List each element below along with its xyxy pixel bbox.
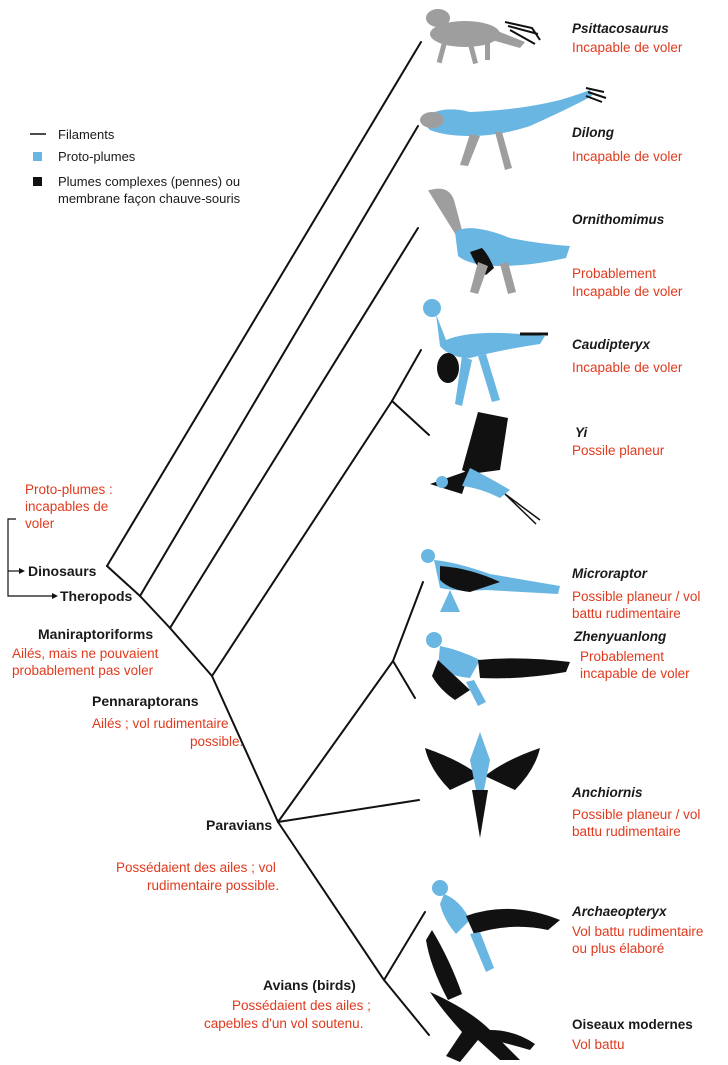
- taxon-name: Archaeopteryx: [572, 904, 667, 919]
- legend-proto-swatch: [33, 152, 42, 161]
- paravians-note: rudimentaire possible.: [147, 877, 279, 894]
- zhenyuanlong-silhouette: [426, 632, 570, 706]
- taxon-name: Anchiornis: [572, 785, 643, 800]
- taxon-desc: Probablement: [572, 265, 656, 282]
- branch-root-psittacosaurus: [107, 42, 421, 566]
- branch-microraptor: [393, 582, 423, 661]
- taxon-name: Oiseaux modernes: [572, 1017, 693, 1032]
- legend-complex-label-2: membrane façon chauve-souris: [58, 190, 240, 207]
- taxon-name: Psittacosaurus: [572, 21, 669, 36]
- legend-complex-label-1: Plumes complexes (pennes) ou: [58, 173, 240, 190]
- avians-note: capebles d'un vol soutenu.: [204, 1015, 363, 1032]
- paravians-note: Possédaient des ailes ; vol: [116, 859, 276, 876]
- node-avians: Avians (birds): [263, 977, 356, 993]
- taxon-desc: incapable de voler: [580, 665, 690, 682]
- modern-bird-silhouette: [430, 992, 535, 1062]
- archaeopteryx-silhouette: [426, 880, 560, 1000]
- legend-proto-label: Proto-plumes: [58, 148, 135, 165]
- maniraptoriforms-note: probablement pas voler: [12, 662, 153, 679]
- taxon-desc: Incapable de voler: [572, 39, 682, 56]
- arrow-dinosaurs-icon: [19, 568, 25, 574]
- taxon-desc: Vol battu rudimentaire: [572, 923, 703, 940]
- taxon-name: Caudipteryx: [572, 337, 650, 352]
- taxon-desc: Incapable de voler: [572, 148, 682, 165]
- ornithomimus-silhouette: [432, 191, 570, 294]
- branch-maniraptoriforms-pennaraptorans: [170, 628, 212, 676]
- taxon-desc: Possile planeur: [572, 442, 664, 459]
- taxon-name: Zhenyuanlong: [574, 629, 666, 644]
- branch-zhenyuanlong: [393, 661, 415, 698]
- taxon-desc: Possible planeur / vol: [572, 588, 700, 605]
- taxon-desc: Incapable de voler: [572, 283, 682, 300]
- node-pennaraptorans: Pennaraptorans: [92, 693, 199, 709]
- taxon-desc: battu rudimentaire: [572, 605, 681, 622]
- caudipteryx-silhouette: [423, 299, 548, 406]
- taxon-desc: ou plus élaboré: [572, 940, 664, 957]
- anchiornis-silhouette: [425, 732, 540, 838]
- branch-paravians-avians: [278, 822, 384, 980]
- pennaraptorans-note: possible.: [190, 733, 243, 750]
- branch-theropods-maniraptoriforms: [140, 596, 170, 628]
- arrow-theropods-icon: [52, 593, 58, 599]
- branch-anchiornis: [278, 800, 419, 822]
- node-paravians: Paravians: [206, 817, 272, 833]
- taxon-desc: Incapable de voler: [572, 359, 682, 376]
- taxon-name: Dilong: [572, 125, 614, 140]
- taxon-desc: Probablement: [580, 648, 664, 665]
- legend-complex-swatch: [33, 177, 42, 186]
- node-maniraptoriforms: Maniraptoriforms: [38, 626, 153, 642]
- taxon-name: Microraptor: [572, 566, 647, 581]
- microraptor-silhouette: [421, 549, 560, 612]
- branch-caudipteryx: [392, 350, 421, 401]
- avians-note: Possédaient des ailes ;: [232, 997, 371, 1014]
- taxon-name: Yi: [575, 425, 587, 440]
- branch-caudipteryx-yi: [212, 401, 392, 676]
- node-theropods: Theropods: [60, 588, 132, 604]
- psittacosaurus-silhouette: [426, 9, 525, 64]
- yi-silhouette: [430, 412, 540, 524]
- proto-plumes-note: incapables de: [25, 498, 108, 515]
- branch-ornithomimus: [170, 228, 418, 628]
- taxon-desc: Vol battu: [572, 1036, 625, 1053]
- branch-archaeopteryx: [384, 912, 425, 980]
- branch-microraptor-group: [278, 661, 393, 822]
- pennaraptorans-note: Ailés ; vol rudimentaire: [92, 715, 229, 732]
- taxon-desc: battu rudimentaire: [572, 823, 681, 840]
- proto-plumes-note: Proto-plumes :: [25, 481, 113, 498]
- taxon-desc: Possible planeur / vol: [572, 806, 700, 823]
- node-dinosaurs: Dinosaurs: [28, 563, 96, 579]
- proto-plumes-note: voler: [25, 515, 54, 532]
- maniraptoriforms-note: Ailés, mais ne pouvaient: [12, 645, 158, 662]
- branch-modern-birds: [384, 980, 429, 1035]
- legend-filaments-label: Filaments: [58, 126, 114, 143]
- branch-yi: [392, 401, 429, 435]
- taxon-name: Ornithomimus: [572, 212, 664, 227]
